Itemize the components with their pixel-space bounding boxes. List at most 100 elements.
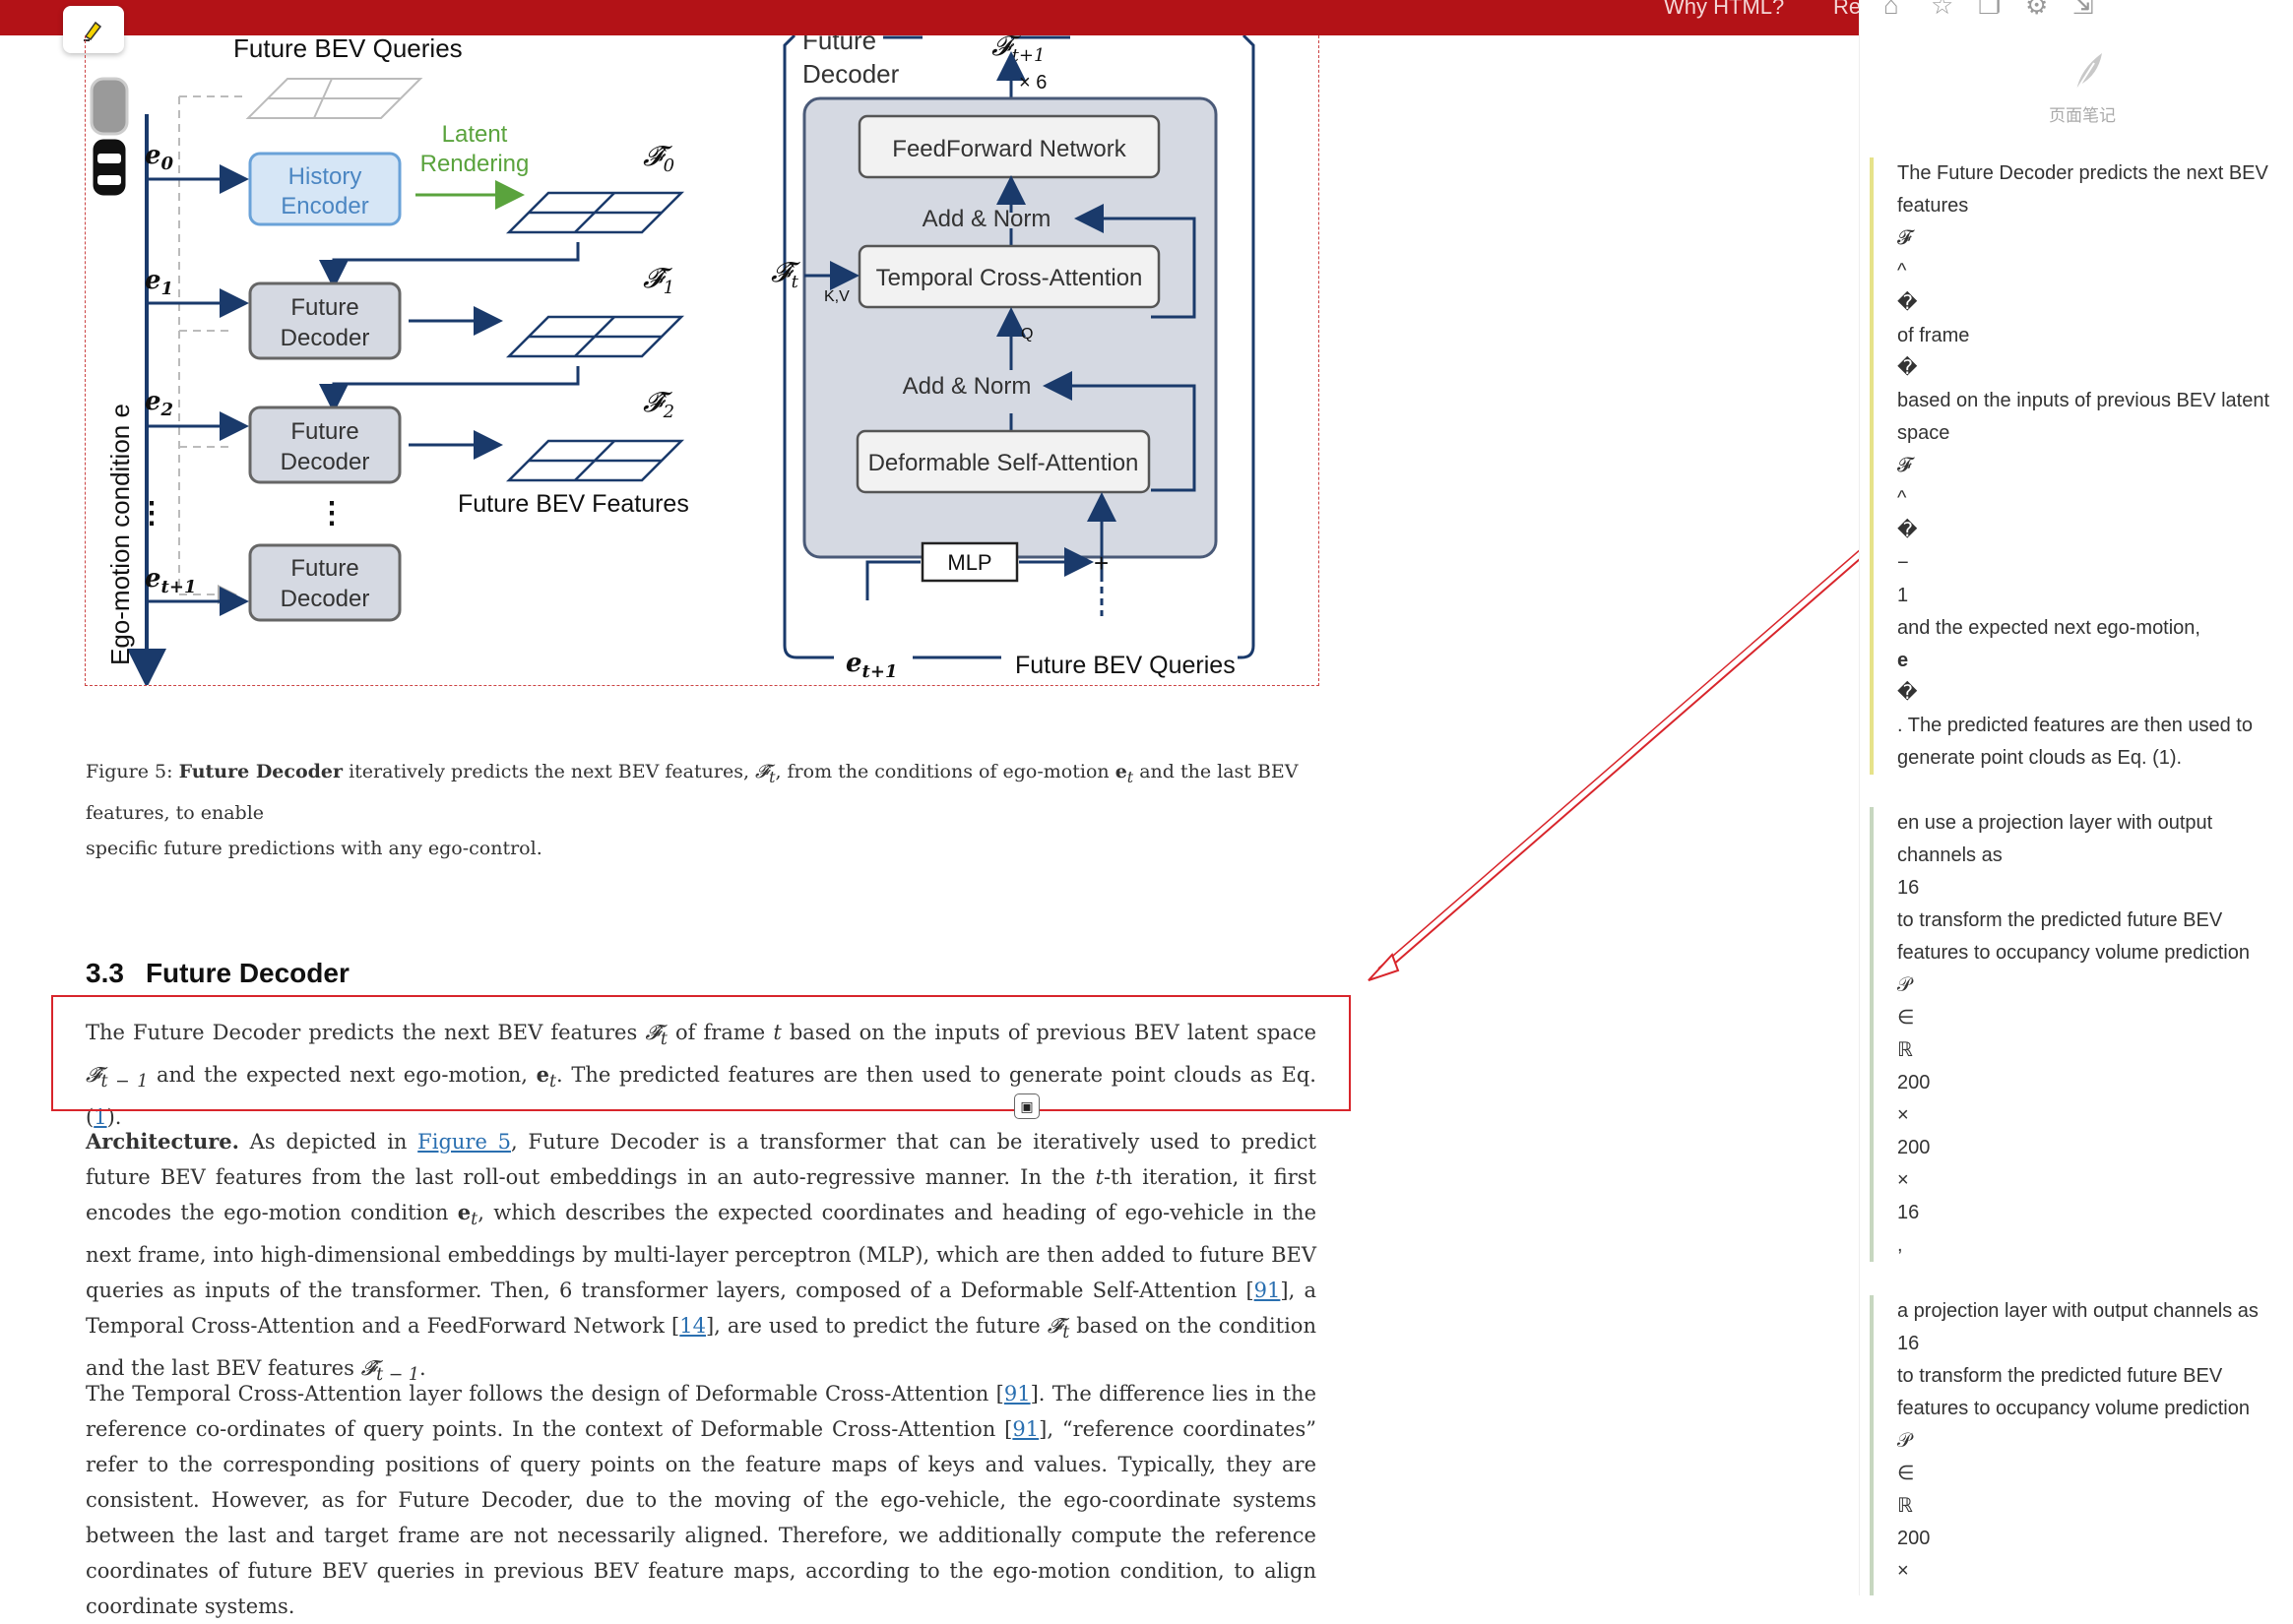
svg-text:𝓕̂t: 𝓕̂t [771,256,800,292]
note-line: ∈ [1897,1007,1915,1029]
nav-link-truncated[interactable]: Re [1833,0,1862,19]
future-decoder-box-1 [248,281,402,360]
page-note-label[interactable]: 页面笔记 [2049,106,2116,126]
note-line: 1 [1897,585,1909,606]
citation-91-link[interactable]: 91 [1253,1279,1281,1303]
document-page: Future BEV Queries Ego-motion condition … [0,35,1859,1618]
bev-feature-grid-0 [505,191,685,234]
note-line: , [1897,1234,1903,1256]
note-line: 200 [1897,1528,1931,1549]
note-line: and the expected next ego-motion, [1897,617,2200,639]
eq-1-link[interactable]: 1 [94,1105,107,1130]
svg-text:Decoder: Decoder [281,325,370,351]
bev-feature-grid-1 [505,315,685,358]
note-line: a projection layer with output channels … [1897,1300,2259,1322]
svg-text:𝓕̂2: 𝓕̂2 [643,386,674,422]
ego-car-icons [90,77,129,199]
note-line: e [1897,650,1909,671]
note-line: features [1897,195,1969,217]
note-line: ^ [1897,260,1907,281]
svg-text:+: + [1094,548,1109,578]
top-nav-bar: Why HTML? Re [0,0,1862,35]
settings-icon[interactable]: ⚙ [2025,0,2049,20]
svg-text:⋮: ⋮ [137,497,166,530]
svg-text:et+1: et+1 [145,564,196,597]
copy-icon[interactable]: ❐ [1978,0,2002,20]
svg-text:e2: e2 [145,387,173,420]
svg-text:Decoder: Decoder [281,449,370,475]
figure-5-link[interactable]: Figure 5 [417,1130,511,1154]
note-line: 𝒫 [1897,974,1912,996]
svg-text:𝓕̂0: 𝓕̂0 [643,140,674,176]
feather-icon[interactable] [2069,49,2108,94]
svg-text:Add & Norm: Add & Norm [903,373,1032,400]
note-line: features to occupancy volume prediction [1897,942,2250,964]
svg-text:𝓕t+1: 𝓕t+1 [991,35,1045,66]
sidebar-toolbar: ⌂ ☆ ❐ ⚙ ⇲ [1883,0,2100,22]
note-line: ∈ [1897,1463,1915,1484]
svg-text:𝓕̂1: 𝓕̂1 [643,262,674,298]
svg-text:Future BEV Features: Future BEV Features [458,490,689,518]
svg-text:Latent: Latent [442,121,508,148]
note-card-3[interactable]: a projection layer with output channels … [1870,1295,2293,1595]
note-line: � [1897,520,1918,541]
architecture-paragraph: Architecture. As depicted in Figure 5, F… [86,1129,1316,1386]
note-line: 𝓕 [1897,455,1912,476]
svg-text:Encoder: Encoder [281,193,368,219]
deformable-self-attention-box [856,429,1151,494]
note-line: of frame [1897,325,1970,346]
highlighted-paragraph[interactable]: The Future Decoder predicts the next BEV… [86,1021,1317,1130]
svg-text:Add & Norm: Add & Norm [923,206,1051,232]
citation-91-link-3[interactable]: 91 [1012,1417,1040,1441]
star-icon[interactable]: ☆ [1931,0,1954,20]
nav-link-why-html[interactable]: Why HTML? [1664,0,1785,19]
svg-text:History: History [288,163,362,190]
note-line: to transform the predicted future BEV [1897,1365,2223,1387]
svg-text:et+1: et+1 [846,649,897,682]
figure-5: Future BEV Queries Ego-motion condition … [85,35,1319,686]
mlp-box [921,541,1019,583]
note-line: space [1897,422,1950,444]
note-line: � [1897,292,1918,314]
svg-text:Deformable Self-Attention: Deformable Self-Attention [868,450,1139,476]
svg-text:K,V: K,V [824,288,850,305]
note-line: channels as [1897,844,2003,866]
future-decoder-box-3 [248,543,402,622]
home-icon[interactable]: ⌂ [1883,0,1899,20]
svg-text:FeedForward Network: FeedForward Network [892,136,1126,162]
collapse-icon[interactable]: ⇲ [2072,0,2094,20]
svg-text:Future: Future [802,35,876,55]
svg-text:Q: Q [1021,326,1033,343]
note-line: en use a projection layer with output [1897,812,2213,834]
top-queries-label: Future BEV Queries [233,35,463,63]
note-card-1[interactable]: The Future Decoder predicts the next BEV… [1870,157,2293,775]
note-line: to transform the predicted future BEV [1897,909,2223,931]
note-line: . The predicted features are then used t… [1897,715,2253,736]
svg-text:Future: Future [290,555,358,582]
future-decoder-diagram: Future BEV Queries Ego-motion condition … [90,35,1255,685]
annotation-note-icon[interactable]: ▣ [1014,1093,1040,1119]
note-line: features to occupancy volume prediction [1897,1398,2250,1419]
figure-caption: Figure 5: Future Decoder iteratively pre… [86,761,1299,859]
svg-text:⋮: ⋮ [317,497,347,530]
citation-91-link-2[interactable]: 91 [1003,1382,1031,1405]
note-line: � [1897,357,1918,379]
notes-sidebar: ⌂ ☆ ❐ ⚙ ⇲ 页面笔记 The Future Decoder predic… [1859,0,2293,1595]
ego-motion-axis-label: Ego-motion condition e [105,404,135,665]
note-line: × [1897,1560,1909,1582]
citation-14-link[interactable]: 14 [679,1314,706,1339]
note-line: ℝ [1897,1039,1913,1061]
note-line: ^ [1897,487,1907,509]
history-encoder-box [248,152,402,226]
svg-text:Future BEV Queries: Future BEV Queries [1015,652,1236,679]
note-line: � [1897,682,1918,704]
note-line: ℝ [1897,1495,1913,1517]
svg-text:Decoder: Decoder [802,59,900,89]
svg-text:e1: e1 [145,266,173,299]
note-card-2[interactable]: en use a projection layer with output cha… [1870,807,2293,1262]
note-line: based on the inputs of previous BEV late… [1897,390,2270,411]
svg-text:e0: e0 [145,141,174,174]
highlight-box [51,995,1351,1111]
temporal-cross-attention-paragraph: The Temporal Cross-Attention layer follo… [86,1382,1316,1618]
